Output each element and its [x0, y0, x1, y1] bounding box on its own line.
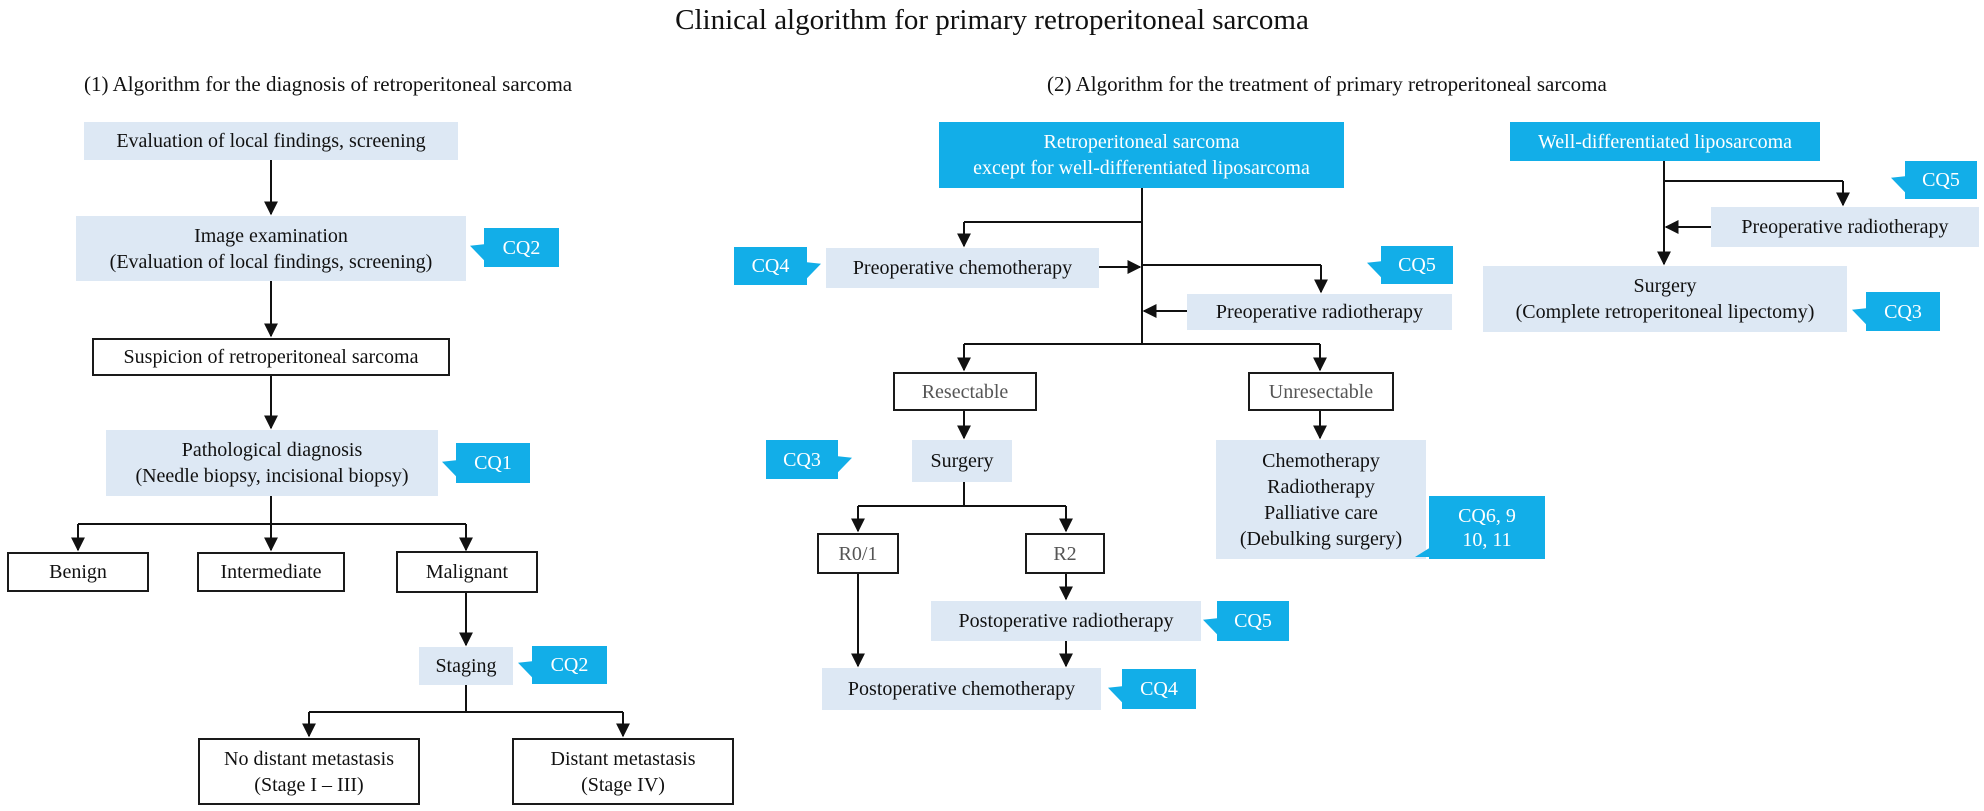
node-no-distant-line1: No distant metastasis: [224, 747, 394, 770]
node-preop-chemo-label: Preoperative chemotherapy: [852, 257, 1073, 279]
node-resectable: Resectable: [893, 372, 1037, 411]
node-staging: Staging: [419, 647, 513, 685]
node-image-examination-line2: (Evaluation of local findings, screening…: [109, 250, 433, 273]
node-intermediate-label: Intermediate: [220, 561, 322, 583]
cq-badge-preop-radio: CQ5: [1381, 246, 1453, 284]
node-wdl-surgery-line1: Surgery: [1633, 275, 1697, 297]
node-evaluation-label: Evaluation of local findings, screening: [116, 130, 426, 152]
page-title: Clinical algorithm for primary retroperi…: [675, 4, 1309, 36]
node-distant-line1: Distant metastasis: [550, 747, 696, 770]
node-suspicion: Suspicion of retroperitoneal sarcoma: [92, 338, 450, 376]
cq-badge-pathology: CQ1: [456, 443, 530, 483]
node-pathological-diagnosis: Pathological diagnosis (Needle biopsy, i…: [106, 430, 438, 496]
node-no-distant-line2: (Stage I – III): [254, 773, 364, 796]
node-wdl-surgery-line2: (Complete retroperitoneal lipectomy): [1515, 301, 1815, 323]
node-r2-label: R2: [1053, 542, 1077, 565]
node-preop-radio-label: Preoperative radiotherapy: [1215, 301, 1424, 323]
node-r01: R0/1: [817, 533, 899, 574]
cq-badge-staging: CQ2: [532, 646, 607, 684]
node-benign-label: Benign: [49, 561, 107, 583]
node-postoperative-chemotherapy: Postoperative chemotherapy: [822, 668, 1101, 710]
node-postop-chemo-label: Postoperative chemotherapy: [847, 678, 1076, 700]
node-unres-line1: Chemotherapy: [1262, 449, 1380, 472]
node-suspicion-label: Suspicion of retroperitoneal sarcoma: [123, 346, 419, 368]
node-image-examination-line1: Image examination: [194, 224, 348, 247]
node-wdl-label: Well-differentiated liposarcoma: [1537, 130, 1793, 153]
node-retroperitoneal-sarcoma: Retroperitoneal sarcoma except for well-…: [939, 122, 1344, 188]
cq-badge-postop-chemo: CQ4: [1122, 669, 1196, 709]
cq-unres-line1: CQ6, 9: [1458, 504, 1516, 527]
node-benign: Benign: [7, 552, 149, 592]
node-wdl-radio-label: Preoperative radiotherapy: [1741, 216, 1949, 238]
node-distant-metastasis: Distant metastasis (Stage IV): [512, 738, 734, 805]
node-well-differentiated-liposarcoma: Well-differentiated liposarcoma: [1510, 122, 1820, 161]
node-unresectable: Unresectable: [1248, 372, 1394, 411]
node-unresectable-options: Chemotherapy Radiotherapy Palliative car…: [1216, 440, 1426, 559]
cq-unres-line2: 10, 11: [1462, 528, 1512, 551]
cq-badge-postop-radio: CQ5: [1217, 601, 1289, 641]
cq-badge-unresectable: CQ6, 9 10, 11: [1415, 496, 1545, 559]
node-rps-line1: Retroperitoneal sarcoma: [1043, 131, 1240, 153]
cq-badge-wdl-surgery: CQ3: [1866, 292, 1940, 331]
node-wdl-preoperative-radiotherapy: Preoperative radiotherapy: [1711, 207, 1979, 247]
node-staging-label: Staging: [435, 655, 497, 677]
node-pathology-line1: Pathological diagnosis: [181, 439, 363, 461]
node-postoperative-radiotherapy: Postoperative radiotherapy: [931, 601, 1201, 641]
node-postop-radio-label: Postoperative radiotherapy: [958, 610, 1174, 632]
node-preoperative-radiotherapy: Preoperative radiotherapy: [1187, 294, 1452, 330]
cq-badge-surgery: CQ3: [766, 440, 838, 479]
node-no-distant-metastasis: No distant metastasis (Stage I – III): [198, 738, 420, 805]
node-resectable-label: Resectable: [921, 380, 1009, 403]
node-image-examination: Image examination (Evaluation of local f…: [76, 216, 466, 281]
node-unres-line4: (Debulking surgery): [1239, 527, 1403, 550]
treatment-heading: (2) Algorithm for the treatment of prima…: [1047, 72, 1607, 96]
node-intermediate: Intermediate: [197, 552, 345, 592]
node-unresectable-label: Unresectable: [1268, 380, 1374, 403]
node-r01-label: R0/1: [838, 542, 878, 565]
node-surgery-label: Surgery: [930, 450, 994, 472]
node-preoperative-chemotherapy: Preoperative chemotherapy: [826, 248, 1099, 288]
node-malignant: Malignant: [396, 551, 538, 593]
node-malignant-label: Malignant: [425, 561, 509, 583]
node-unres-line2: Radiotherapy: [1267, 475, 1375, 498]
node-wdl-surgery: Surgery (Complete retroperitoneal lipect…: [1483, 266, 1847, 332]
node-r2: R2: [1025, 533, 1105, 574]
diagnosis-heading: (1) Algorithm for the diagnosis of retro…: [84, 72, 573, 96]
node-pathology-line2: (Needle biopsy, incisional biopsy): [135, 465, 409, 487]
cq-badge-preop-chemo: CQ4: [734, 247, 807, 285]
node-unres-line3: Palliative care: [1264, 501, 1378, 524]
node-evaluation: Evaluation of local findings, screening: [84, 122, 458, 160]
node-rps-line2: except for well-differentiated liposarco…: [973, 157, 1310, 179]
cq-badge-wdl-radio: CQ5: [1905, 161, 1977, 199]
node-surgery: Surgery: [912, 440, 1012, 482]
node-distant-line2: (Stage IV): [581, 773, 665, 796]
cq-badge-image-exam: CQ2: [484, 228, 559, 267]
